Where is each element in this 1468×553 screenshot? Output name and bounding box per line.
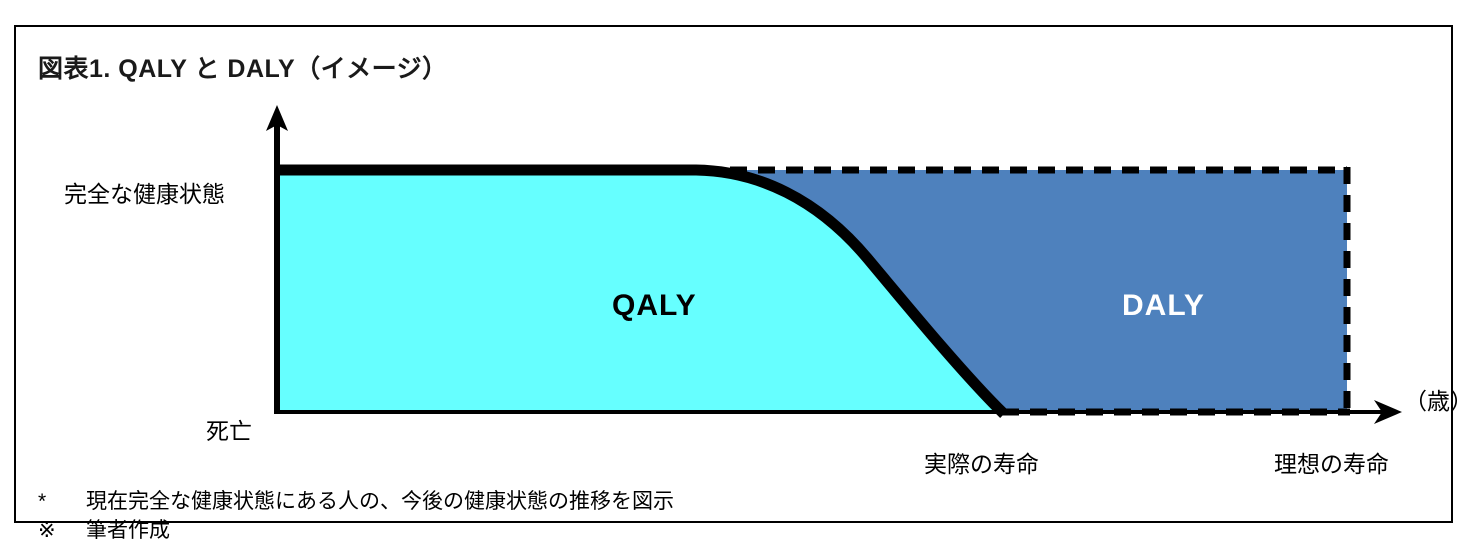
daly-region xyxy=(702,170,1347,412)
y-axis-top-label: 完全な健康状態 xyxy=(64,181,225,207)
y-axis-arrow-icon xyxy=(266,105,288,131)
figure-title: 図表1. QALY と DALY（イメージ） xyxy=(38,55,448,83)
footnotes: * 現在完全な健康状態にある人の、今後の健康状態の推移を図示 ※ 筆者作成 xyxy=(38,487,674,545)
footnote-marker: ※ xyxy=(38,519,56,542)
footnote-text: 筆者作成 xyxy=(86,519,170,542)
x-axis-unit-label: （歳） xyxy=(1404,388,1468,414)
qaly-region xyxy=(279,170,1002,412)
daly-region-label: DALY xyxy=(1122,289,1205,322)
qaly-region-label: QALY xyxy=(612,289,697,322)
footnote-row: * 現在完全な健康状態にある人の、今後の健康状態の推移を図示 xyxy=(38,487,674,516)
footnote-row: ※ 筆者作成 xyxy=(38,516,674,545)
y-axis-bottom-label: 死亡 xyxy=(206,418,252,444)
x-axis-actual-lifespan-label: 実際の寿命 xyxy=(924,451,1039,477)
x-axis-arrow-icon xyxy=(1374,400,1402,424)
chart-area xyxy=(16,27,1455,525)
x-axis-ideal-lifespan-label: 理想の寿命 xyxy=(1274,451,1389,477)
qaly-daly-chart xyxy=(266,105,1402,424)
health-state-curve xyxy=(279,164,1008,418)
figure-frame: 図表1. QALY と DALY（イメージ） 完全な健康状態 死亡 実際の寿命 xyxy=(14,25,1468,542)
footnote-text: 現在完全な健康状態にある人の、今後の健康状態の推移を図示 xyxy=(86,490,674,513)
footnote-marker: * xyxy=(38,490,47,513)
